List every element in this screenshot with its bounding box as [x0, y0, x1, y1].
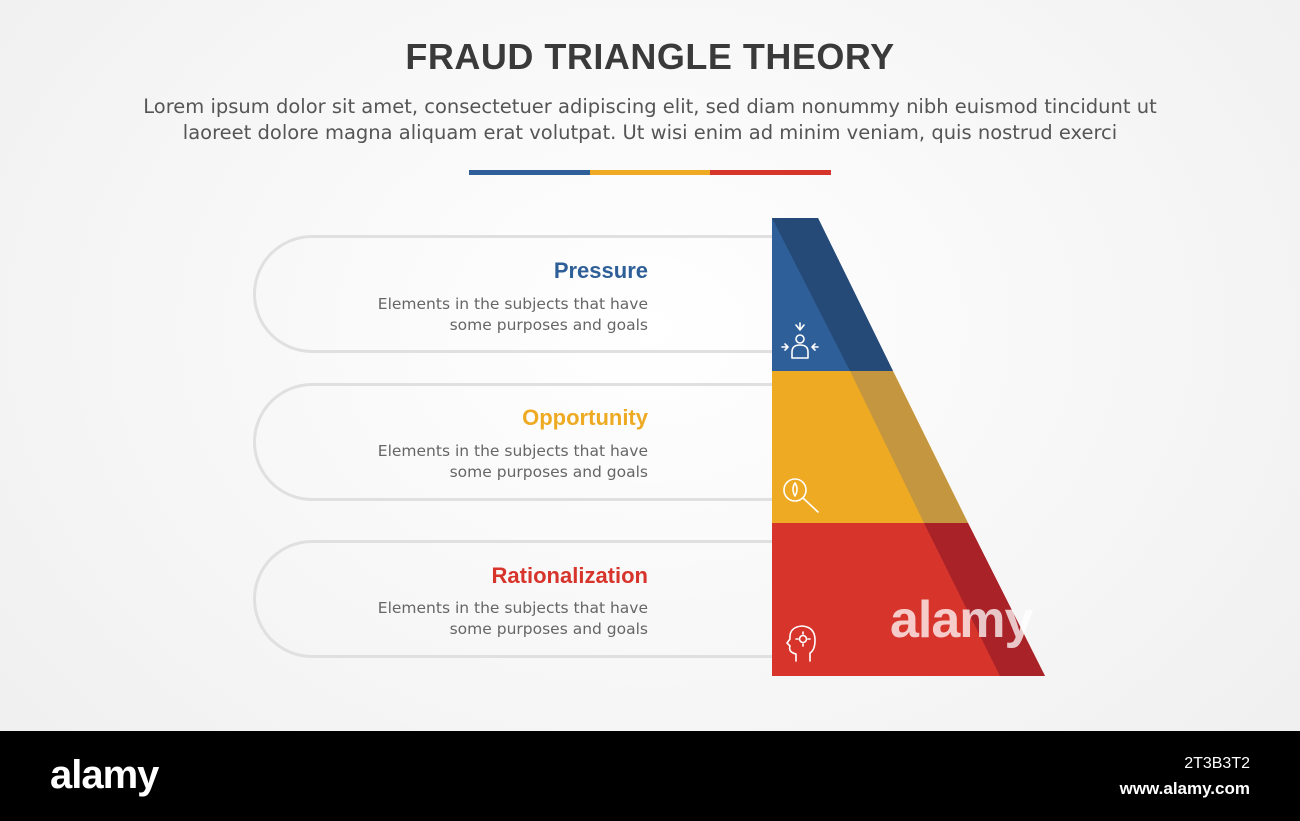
opportunity-shade — [850, 371, 968, 523]
opportunity-label: Opportunity — [522, 405, 648, 430]
footer-bar: alamy 2T3B3T2 www.alamy.com — [0, 731, 1300, 821]
pressure-description: Elements in the subjects that have some … — [308, 294, 648, 336]
subtitle-line-2: laoreet dolore magna aliquam erat volutp… — [182, 121, 1118, 144]
pressure-shade — [772, 218, 893, 371]
divider-red — [710, 170, 831, 175]
page-title: FRAUD TRIANGLE THEORY — [405, 36, 895, 77]
pressure-desc-line-2: some purposes and goals — [449, 316, 648, 334]
head-gear-icon — [786, 625, 816, 662]
rationalization-desc-line-1: Elements in the subjects that have — [377, 599, 648, 617]
rationalization-desc-line-2: some purposes and goals — [449, 620, 648, 638]
pressure-desc-line-1: Elements in the subjects that have — [377, 295, 648, 313]
rationalization-shade — [924, 523, 1045, 676]
pressure-pill-outline — [253, 235, 793, 353]
opportunity-desc-line-1: Elements in the subjects that have — [377, 442, 648, 460]
watermark: alamy — [890, 591, 1033, 649]
rationalization-description: Elements in the subjects that have some … — [308, 598, 648, 640]
rationalization-label: Rationalization — [491, 563, 648, 588]
infographic-slide: FRAUD TRIANGLE THEORY Lorem ipsum dolor … — [100, 36, 1200, 676]
fraud-triangle — [772, 218, 1045, 676]
subtitle: Lorem ipsum dolor sit amet, consectetuer… — [100, 94, 1200, 146]
pressure-label: Pressure — [553, 258, 648, 283]
image-id: 2T3B3T2 — [1184, 755, 1250, 772]
pressure-person-icon — [781, 322, 819, 359]
site-url: www.alamy.com — [1119, 779, 1250, 798]
subtitle-line-1: Lorem ipsum dolor sit amet, consectetuer… — [143, 95, 1157, 118]
opportunity-desc-line-2: some purposes and goals — [449, 463, 648, 481]
divider-yellow — [590, 170, 710, 175]
divider-blue — [469, 170, 590, 175]
brand-logo: alamy — [50, 753, 159, 797]
rationalization-pill-outline — [253, 540, 793, 658]
magnifier-search-icon — [783, 478, 819, 513]
opportunity-description: Elements in the subjects that have some … — [308, 441, 648, 483]
opportunity-pill-outline — [253, 383, 793, 501]
